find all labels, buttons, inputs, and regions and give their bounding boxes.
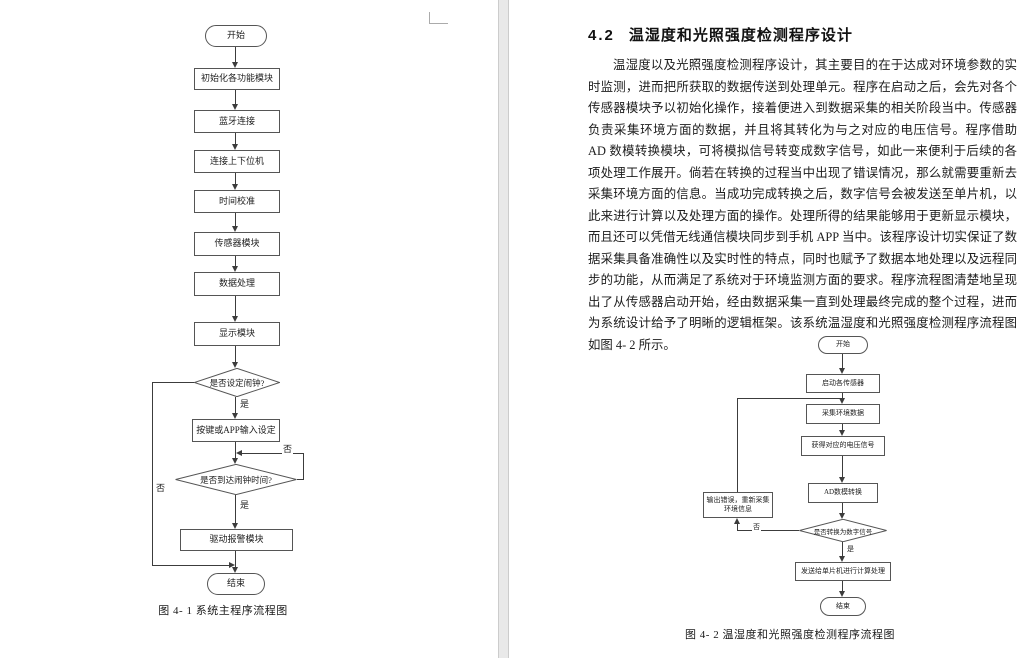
branch-label-yes: 是 <box>240 399 250 409</box>
flow-node-time-calibration: 时间校准 <box>194 190 280 213</box>
section-heading: 4.2 温湿度和光照强度检测程序设计 <box>588 24 853 45</box>
connector-line <box>235 551 236 567</box>
arrowhead <box>232 104 238 110</box>
arrowhead <box>232 184 238 190</box>
connector-line <box>737 398 738 492</box>
connector-line <box>235 213 236 226</box>
figure-caption-4-2: 图 4- 2 温湿度和光照强度检测程序流程图 <box>685 629 895 641</box>
connector-line <box>242 453 304 454</box>
flow-node-send-mcu: 发送给单片机进行计算处理 <box>795 562 891 581</box>
diamond-shape <box>175 464 297 495</box>
arrowhead <box>839 477 845 483</box>
connector-line <box>842 456 843 477</box>
arrowhead <box>232 523 238 529</box>
flow-node-connect: 连接上下位机 <box>194 150 280 173</box>
arrowhead <box>232 316 238 322</box>
connector-line <box>842 503 843 513</box>
diamond-shape <box>194 368 280 397</box>
connector-line <box>842 424 843 430</box>
connector-line <box>235 47 236 62</box>
error-line-2: 环境信息 <box>724 505 752 513</box>
connector-line <box>235 173 236 184</box>
flow-decision-alarm-set: 是否设定闹钟? <box>194 368 280 397</box>
flow-node-bluetooth: 蓝牙连接 <box>194 110 280 133</box>
arrowhead <box>232 413 238 419</box>
arrowhead <box>232 144 238 150</box>
flow-node-init: 初始化各功能模块 <box>194 68 280 90</box>
connector-line <box>235 133 236 144</box>
page-left: 开始 初始化各功能模块 蓝牙连接 连接上下位机 时间校准 传感器模块 数据处理 … <box>0 0 498 658</box>
arrowhead <box>232 62 238 68</box>
connector-line <box>235 442 236 458</box>
connector-line <box>152 382 153 565</box>
error-line-1: 输出错误，重新采集 <box>706 496 770 504</box>
connector-line <box>842 354 843 368</box>
connector-line <box>303 453 304 479</box>
connector-line <box>235 256 236 266</box>
arrowhead <box>232 458 238 464</box>
connector-line <box>737 524 738 530</box>
arrowhead <box>839 556 845 562</box>
branch-label-no: 否 <box>155 483 167 493</box>
flow-node-start-sensors: 启动各传感器 <box>806 374 880 393</box>
connector-line <box>152 565 229 566</box>
connector-line <box>297 479 304 480</box>
connector-line <box>235 397 236 413</box>
arrowhead <box>839 398 845 404</box>
flow-node-start: 开始 <box>205 25 267 47</box>
flow-node-collect-data: 采集环境数据 <box>806 404 880 424</box>
flow-node-end: 结束 <box>207 573 265 595</box>
flow-decision-digital-signal: 是否转换为数字信号 <box>799 519 887 542</box>
branch-label-no: 否 <box>282 444 294 454</box>
body-paragraph: 温湿度以及光照强度检测程序设计，其主要目的在于达成对环境参数的实时监测，进而把所… <box>588 58 1017 352</box>
arrowhead <box>839 513 845 519</box>
connector-line <box>235 296 236 316</box>
connector-line <box>842 542 843 556</box>
arrowhead <box>232 362 238 368</box>
flow-node-end: 结束 <box>820 597 866 616</box>
section-number: 4.2 <box>588 27 615 44</box>
flow-decision-alarm-time: 是否到达闹钟时间? <box>175 464 297 495</box>
flow-node-output-error: 输出错误，重新采集 环境信息 <box>703 492 773 518</box>
figure-caption-4-1: 图 4- 1 系统主程序流程图 <box>158 605 288 617</box>
arrowhead <box>839 591 845 597</box>
arrowhead <box>232 266 238 272</box>
flow-node-display-module: 显示模块 <box>194 322 280 346</box>
flow-decision-label: 是否到达闹钟时间? <box>200 474 272 485</box>
branch-label-yes: 是 <box>847 545 854 553</box>
connector-line <box>235 90 236 104</box>
section-title: 温湿度和光照强度检测程序设计 <box>628 27 853 44</box>
arrowhead <box>232 226 238 232</box>
flow-node-voltage-signal: 获得对应的电压信号 <box>801 436 885 456</box>
connector-line <box>842 581 843 591</box>
page-right: 4.2 温湿度和光照强度检测程序设计 温湿度以及光照强度检测程序设计，其主要目的在… <box>509 0 1024 658</box>
connector-line <box>737 530 799 531</box>
flow-decision-label: 是否设定闹钟? <box>209 377 265 388</box>
connector-line <box>235 495 236 523</box>
flow-node-ad-convert: AD数模转换 <box>808 483 878 503</box>
connector-line <box>842 393 843 398</box>
arrowhead <box>734 518 740 524</box>
flow-node-alarm-module: 驱动报警模块 <box>180 529 293 551</box>
flow-decision-label: 是否转换为数字信号 <box>813 528 873 536</box>
branch-label-yes: 是 <box>240 500 250 510</box>
connector-line <box>235 346 236 362</box>
connector-line <box>737 398 842 399</box>
connector-line <box>152 382 194 383</box>
flow-node-input-setting: 按键或APP输入设定 <box>192 419 280 442</box>
arrowhead <box>236 450 242 456</box>
diamond-shape <box>799 519 887 542</box>
flow-node-sensor-module: 传感器模块 <box>194 232 280 256</box>
page-divider <box>498 0 509 658</box>
arrowhead <box>839 430 845 436</box>
arrowhead <box>232 567 238 573</box>
arrowhead <box>229 562 235 568</box>
flow-node-start: 开始 <box>818 336 868 354</box>
flow-node-data-processing: 数据处理 <box>194 272 280 296</box>
arrowhead <box>839 368 845 374</box>
margin-crop-mark <box>429 12 448 24</box>
branch-label-no: 否 <box>752 523 761 531</box>
